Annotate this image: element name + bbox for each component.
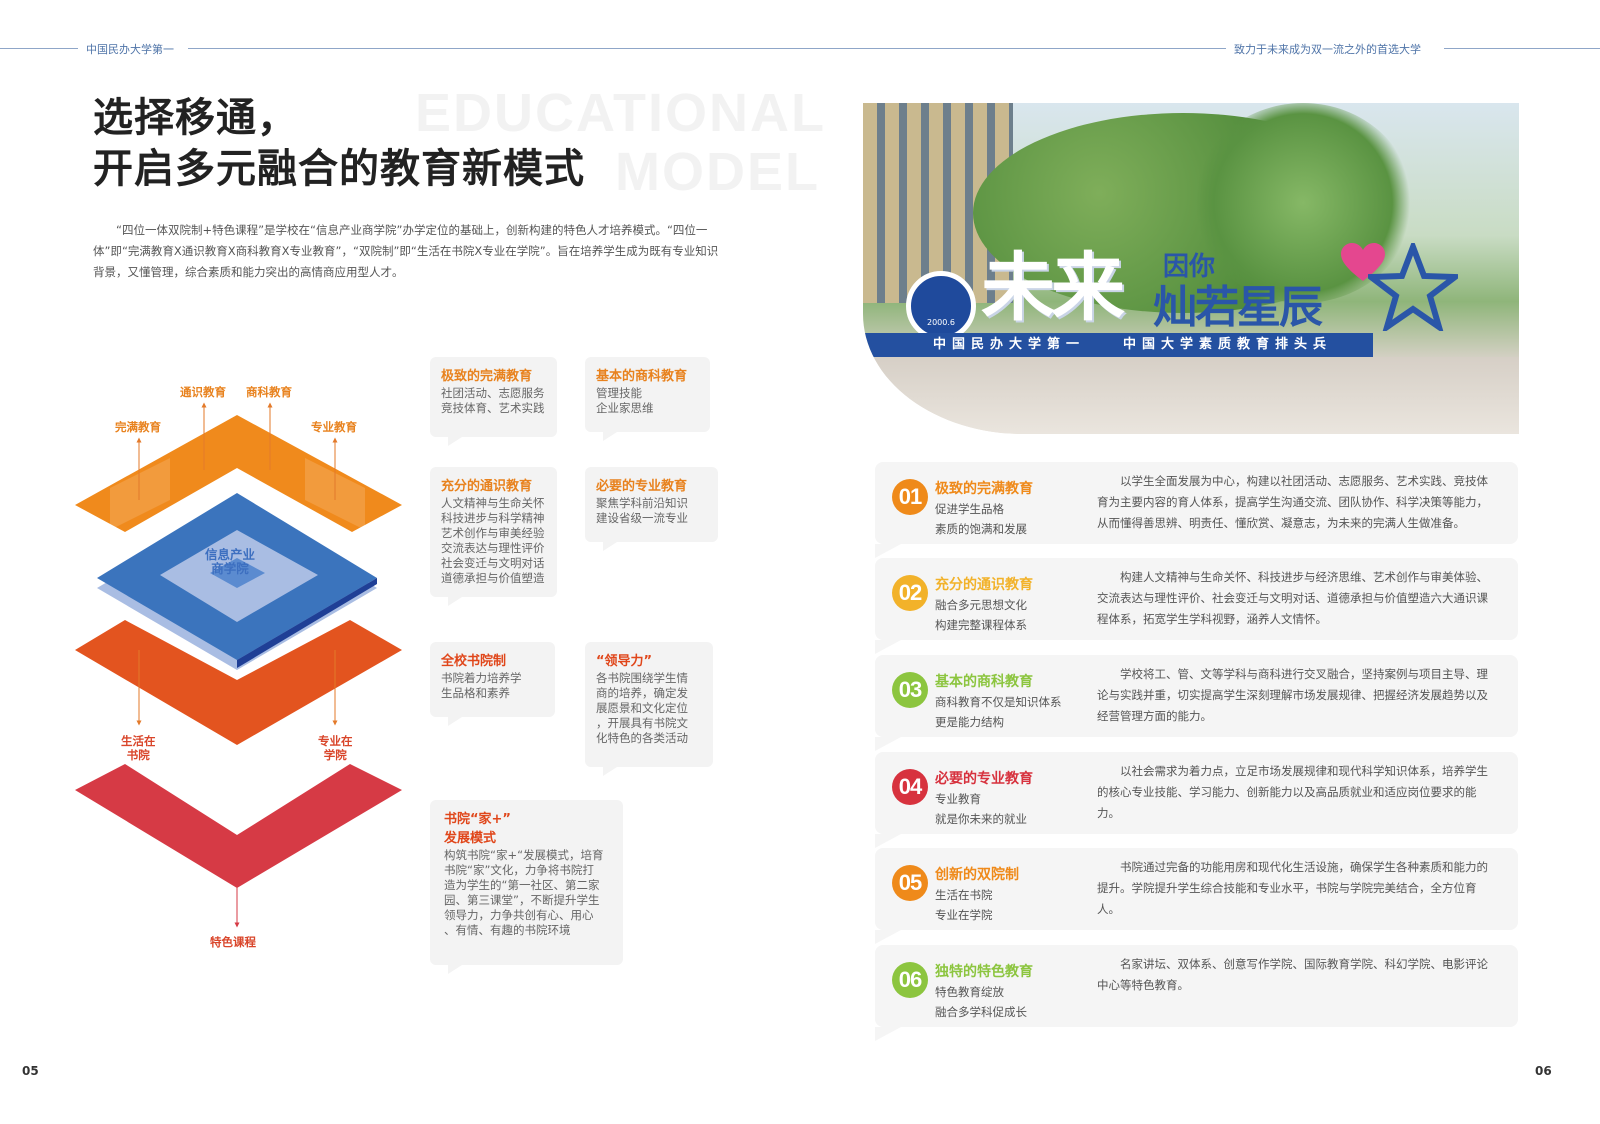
card-description: 以社会需求为着力点，立足市场发展规律和现代科学知识体系，培养学生的核心专业技能、… xyxy=(1097,764,1488,820)
star-icon xyxy=(1368,243,1458,331)
feature-card: 05 创新的双院制 生活在书院专业在学院 书院通过完备的功能用房和现代化生活设施… xyxy=(875,848,1518,944)
card-description: 构建人文精神与生命关怀、科技进步与经济思维、艺术创作与审美体验、交流表达与理性评… xyxy=(1097,570,1488,626)
bubble-leadership: “领导力” 各书院围绕学生情商的培养，确定发展愿景和文化定位，开展具有书院文化特… xyxy=(585,642,713,776)
card-subtitle: 融合多元思想文化构建完整课程体系 xyxy=(935,598,1027,632)
card-subtitle: 生活在书院专业在学院 xyxy=(935,888,993,922)
orange-layer xyxy=(75,415,402,532)
campus-photo: 2000.6 未来 因你 灿若星辰 中国民办大学第一 中国大学素质教育排头兵 xyxy=(863,103,1519,434)
card-title: 极致的完满教育 xyxy=(935,481,1033,497)
bubble-whole-person: 极致的完满教育 社团活动、志愿服务竞技体育、艺术实践 xyxy=(430,357,557,446)
card-title: 创新的双院制 xyxy=(935,867,1019,883)
label-whole-person-education: 完满教育 xyxy=(115,420,161,434)
label-business-education: 商科教育 xyxy=(246,385,292,399)
label-major-in-school: 专业在学院 xyxy=(318,734,353,762)
heart-icon xyxy=(1341,243,1385,281)
card-subtitle: 促进学生品格素质的饱满和发展 xyxy=(935,502,1027,536)
card-title: 基本的商科教育 xyxy=(935,674,1033,690)
number-badge: 01 xyxy=(892,479,928,515)
page-title-line2: 开启多元融合的教育新模式 xyxy=(93,145,585,192)
bubble-business: 基本的商科教育 管理技能企业家思维 xyxy=(585,357,710,441)
bubble-home-plus: 书院“家+” 发展模式 构筑书院“家+“发展模式，培育书院“家”文化，力争将书院… xyxy=(430,800,623,974)
page-number-left: 05 xyxy=(22,1064,39,1078)
card-description: 书院通过完备的功能用房和现代化生活设施，确保学生各种素质和能力的提升。学院提升学… xyxy=(1097,860,1488,916)
bubble-professional: 必要的专业教育 聚焦学科前沿知识建设省级一流专业 xyxy=(585,467,718,551)
card-description: 名家讲坛、双体系、创意写作学院、国际教育学院、科幻学院、电影评论中心等特色教育。 xyxy=(1097,957,1488,992)
label-center: 信息产业商学院 xyxy=(205,547,256,576)
red-layer xyxy=(75,764,402,888)
number-badge: 04 xyxy=(892,769,928,805)
plaza xyxy=(863,357,1519,434)
blue-ring-edge xyxy=(237,578,377,668)
bg-word-educational: EDUCATIONAL xyxy=(415,83,826,143)
sign-logo: 2000.6 xyxy=(906,271,976,341)
header-left-text: 中国民办大学第一 xyxy=(86,43,174,56)
orange-highlight-left xyxy=(110,458,170,530)
card-title: 独特的特色教育 xyxy=(935,964,1033,980)
sign-big-text: 未来 xyxy=(981,245,1125,331)
header-rule-middle xyxy=(188,48,1226,49)
red-orange-layer xyxy=(75,620,402,745)
page-number-right: 06 xyxy=(1535,1064,1552,1078)
bubble-college-system: 全校书院制 书院着力培养学生品格和素养 xyxy=(430,642,555,726)
card-title: 充分的通识教育 xyxy=(935,577,1033,593)
number-badge: 02 xyxy=(892,575,928,611)
sign-banner: 中国民办大学第一 中国大学素质教育排头兵 xyxy=(863,333,1373,357)
card-subtitle: 特色教育绽放融合多学科促成长 xyxy=(935,985,1027,1019)
number-badge: 05 xyxy=(892,865,928,901)
feature-card: 01 极致的完满教育 促进学生品格素质的饱满和发展 以学生全面发展为中心，构建以… xyxy=(875,462,1518,558)
feature-card: 03 基本的商科教育 商科教育不仅是知识体系更是能力结构 学校将工、管、文等学科… xyxy=(875,655,1518,751)
label-life-in-college: 生活在书院 xyxy=(121,734,156,762)
center-block xyxy=(210,558,265,588)
label-general-education: 通识教育 xyxy=(180,385,226,399)
card-title: 必要的专业教育 xyxy=(935,771,1033,787)
feature-card: 04 必要的专业教育 专业教育就是你未来的就业 以社会需求为着力点，立足市场发展… xyxy=(875,752,1518,848)
sign-small-top: 因你 xyxy=(1163,252,1216,282)
number-badge: 03 xyxy=(892,672,928,708)
card-description: 学校将工、管、文等学科与商科进行交叉融合，坚持案例与项目主导、理论与实践并重，切… xyxy=(1097,667,1488,723)
header-rule-right xyxy=(1444,48,1600,49)
blue-ring-layer xyxy=(97,493,377,660)
label-professional-education: 专业教育 xyxy=(311,420,357,434)
sign-small-bottom: 灿若星辰 xyxy=(1153,282,1323,333)
page-title-line1: 选择移通， xyxy=(93,94,298,141)
card-subtitle: 商科教育不仅是知识体系更是能力结构 xyxy=(935,695,1062,729)
feature-card: 06 独特的特色教育 特色教育绽放融合多学科促成长 名家讲坛、双体系、创意写作学… xyxy=(875,945,1518,1041)
education-model-diagram xyxy=(75,402,402,928)
bubble-general: 充分的通识教育 人文精神与生命关怀科技进步与科学精神艺术创作与审美经验交流表达与… xyxy=(430,467,557,606)
number-badge: 06 xyxy=(892,962,928,998)
intro-paragraph: “四位一体双院制+特色课程”是学校在“信息产业商学院”办学定位的基础上，创新构建… xyxy=(93,223,719,279)
card-description: 以学生全面发展为中心，构建以社团活动、志愿服务、艺术实践、竞技体育为主要内容的育… xyxy=(1097,474,1488,530)
header-right-text: 致力于未来成为双一流之外的首选大学 xyxy=(1234,43,1421,56)
label-featured-courses: 特色课程 xyxy=(210,935,256,949)
header-rule-left xyxy=(0,48,78,49)
bg-word-model: MODEL xyxy=(615,142,820,202)
feature-card: 02 充分的通识教育 融合多元思想文化构建完整课程体系 构建人文精神与生命关怀、… xyxy=(875,558,1518,654)
card-subtitle: 专业教育就是你未来的就业 xyxy=(935,792,1027,826)
